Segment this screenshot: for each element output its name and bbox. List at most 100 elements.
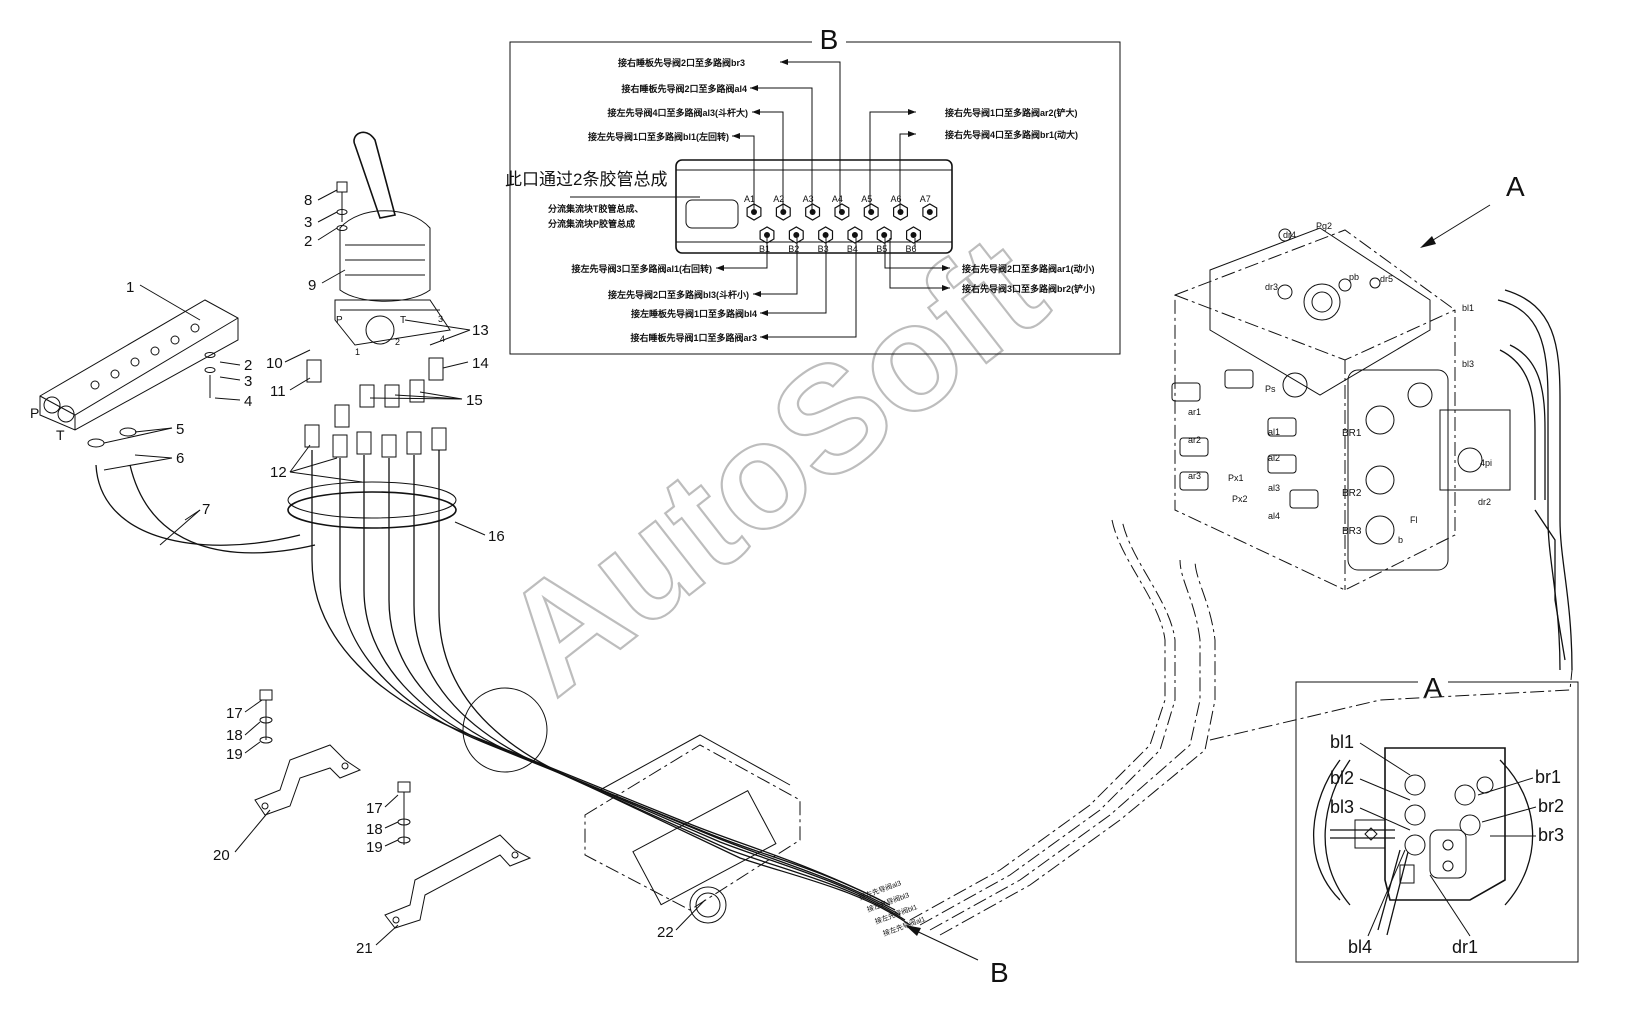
- callout-br2: 接右先导阀3口至多路阀br2(铲小): [962, 283, 1095, 294]
- view-b-arrow: B: [905, 925, 1009, 988]
- port-pb: pb: [1349, 272, 1359, 282]
- pilot-port-t: T: [400, 315, 406, 326]
- port-b: b: [1398, 535, 1403, 545]
- port-label-top: A7: [920, 194, 931, 204]
- port-al4: al4: [1268, 511, 1280, 521]
- port-al3: al3: [1268, 483, 1280, 493]
- port-al1: al1: [1268, 427, 1280, 437]
- port-label-top: A1: [744, 194, 755, 204]
- port-label-top: A6: [891, 194, 902, 204]
- pilot-port-1: 1: [355, 347, 360, 357]
- part-3-left: 3: [244, 373, 252, 390]
- port-br1: BR1: [1342, 428, 1362, 439]
- part-15: 15: [466, 392, 483, 409]
- port-br2: BR2: [1342, 488, 1362, 499]
- part-21: 21: [356, 940, 373, 957]
- port-hole: [881, 232, 888, 238]
- port-ar1: ar1: [1188, 407, 1201, 417]
- view-b-note-sub2: 分流集流块P胶管总成: [548, 218, 635, 229]
- part-11: 11: [270, 383, 286, 400]
- bracket-20: [254, 744, 362, 816]
- callout-ar1: 接右先导阀2口至多路阀ar1(动小): [962, 263, 1095, 274]
- hose-bundle: [95, 450, 1573, 936]
- part-18-a: 18: [226, 727, 243, 744]
- port-hole: [910, 232, 917, 238]
- part-callouts: 1 2 3 4 5 6 7 8 3 2 9 10 11 12 13 1: [103, 189, 706, 957]
- part-14: 14: [472, 355, 489, 372]
- part-5: 5: [176, 421, 184, 438]
- bracket-21: [384, 834, 532, 929]
- part-2-left: 2: [244, 357, 252, 374]
- view-b-note-main: 此口通过2条胶管总成: [505, 170, 667, 189]
- part-19-a: 19: [226, 746, 243, 763]
- port-hole: [751, 209, 757, 215]
- port-label-bottom: B6: [906, 244, 917, 254]
- port-hole: [764, 232, 770, 238]
- port-label-bottom: B2: [788, 244, 799, 254]
- port-label-top: A2: [773, 194, 784, 204]
- callout-bl4: 接左睡板先导阀1口至多路阀bl4: [631, 308, 757, 319]
- arrow-b-label: B: [990, 957, 1009, 988]
- view-a-label-br1: br1: [1535, 767, 1561, 787]
- port-px2: Px2: [1232, 494, 1248, 504]
- view-a-label-bl3: bl3: [1330, 797, 1354, 817]
- port-ar3: ar3: [1188, 471, 1201, 481]
- port-hole: [822, 232, 829, 238]
- part-18-b: 18: [366, 821, 383, 838]
- callout-ar3: 接右睡板先导阀1口至多路阀ar3: [630, 332, 757, 343]
- callout-al3: 接左先导阀4口至多路阀al3(斗杆大): [607, 107, 748, 118]
- view-a-detail: A bl1 bl2 bl3 br1 br2 br3 bl4 dr1: [1295, 670, 1579, 963]
- part-17-b: 17: [366, 800, 383, 817]
- part-20: 20: [213, 847, 230, 864]
- port-dr5: dr5: [1380, 274, 1393, 284]
- part-22: 22: [657, 924, 674, 941]
- port-4pi: 4pi: [1480, 458, 1492, 468]
- port-al2: al2: [1268, 453, 1280, 463]
- pilot-joystick: P T 1 2 3 4: [334, 131, 451, 357]
- port-hole: [897, 209, 904, 215]
- part-16: 16: [488, 528, 505, 545]
- port-ar2: ar2: [1188, 435, 1201, 445]
- port-hole: [851, 232, 858, 238]
- port-bl3: bl3: [1462, 359, 1474, 369]
- port-ps: Ps: [1265, 384, 1276, 394]
- part-4: 4: [244, 393, 252, 410]
- pilot-port-4: 4: [440, 334, 445, 344]
- bolts-washers: [87, 181, 411, 845]
- port-pg2: Pg2: [1316, 221, 1332, 231]
- port-label-bottom: B1: [759, 244, 770, 254]
- port-fl: Fl: [1410, 515, 1418, 525]
- view-b-note-sub1: 分流集流块T胶管总成、: [548, 203, 644, 214]
- view-a-label-br3: br3: [1538, 825, 1564, 845]
- main-control-valve: dr4 Pg2 dr3 pb dr5 bl1 bl3 Ps ar1 ar2 ar…: [1171, 221, 1573, 671]
- port-label-bottom: B3: [818, 244, 829, 254]
- part-3-top: 3: [304, 214, 312, 231]
- view-a-label-bl1: bl1: [1330, 732, 1354, 752]
- pilot-port-3: 3: [438, 314, 443, 324]
- part-7: 7: [202, 501, 210, 518]
- view-a-title: A: [1424, 672, 1443, 703]
- port-label-bottom: B5: [876, 244, 887, 254]
- view-a-arrow: A: [1420, 171, 1525, 248]
- part-9: 9: [308, 277, 316, 294]
- part-17-a: 17: [226, 705, 243, 722]
- pilot-port-window: [685, 199, 739, 229]
- arrow-a-label: A: [1506, 171, 1525, 202]
- manifold-port-p: P: [30, 405, 39, 421]
- port-br3: BR3: [1342, 526, 1362, 537]
- view-a-label-bl2: bl2: [1330, 768, 1354, 788]
- part-8: 8: [304, 192, 312, 209]
- view-a-label-br2: br2: [1538, 796, 1564, 816]
- view-a-label-bl4: bl4: [1348, 937, 1372, 957]
- pilot-fittings: [304, 357, 447, 458]
- port-dr3: dr3: [1265, 282, 1278, 292]
- callout-br3: 接右睡板先导阀2口至多路阀br3: [618, 57, 745, 68]
- manifold-block: P T: [30, 299, 239, 443]
- port-px1: Px1: [1228, 473, 1244, 483]
- port-hole: [838, 209, 845, 215]
- part-13: 13: [472, 322, 489, 339]
